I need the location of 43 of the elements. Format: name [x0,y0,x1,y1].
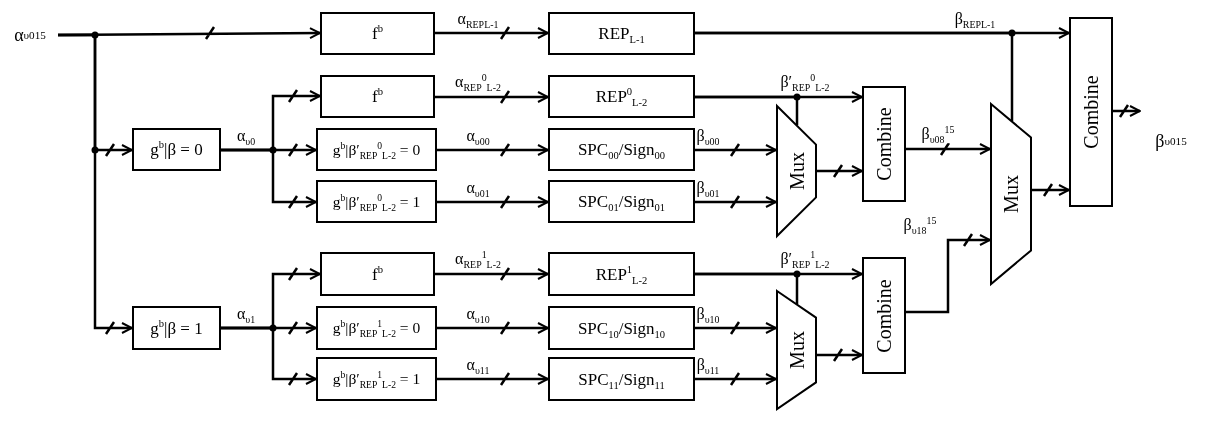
block-label: g$^{b}$|β = 1 [150,319,203,337]
multiplexer [990,103,1032,285]
block-label: SPC$_{11}$/Sign$_{11}$ [578,370,665,388]
combine-block [862,257,906,374]
block-label: g$^{b}$|β = 0 [150,141,203,158]
block-label: Combine [874,107,894,181]
function-block [320,12,435,55]
function-block [548,75,695,118]
multiplexer-label: Mux [786,152,807,190]
function-block [316,180,437,223]
block-label: f$^{b}$ [372,25,383,42]
function-block [548,12,695,55]
combine-block [862,86,906,202]
function-block [320,252,435,296]
block-label: Combine [874,278,894,353]
multiplexer-label: Mux [1001,175,1021,213]
block-label: Combine [1081,75,1101,149]
edge-label: β$_{υ00}$ [695,128,721,145]
function-block [316,128,437,171]
block-label: SPC$_{01}$/Sign$_{01}$ [577,193,666,210]
function-block [132,306,221,350]
multiplexer-label: Mux [786,331,807,369]
edge-label: β$_{υ01}$ [695,180,721,197]
function-block [320,75,435,118]
function-block [316,357,437,401]
block-label: REP$_{L-1}$ [598,25,645,42]
block-label: SPC$_{00}$/Sign$_{00}$ [577,141,666,158]
function-block [548,357,695,401]
multiplexer [776,290,817,410]
edge-label: β$_{υ10}$ [695,306,721,323]
multiplexer [776,105,817,237]
arrow [56,33,134,336]
function-block [548,128,695,171]
function-block [316,306,437,350]
function-block [548,180,695,223]
block-label: f$^{b}$ [372,88,383,105]
block-label: f$^{b}$ [372,265,383,283]
function-block [132,128,221,171]
edge-label: β$_{υ11}$ [695,357,721,374]
combine-block [1069,17,1113,207]
block-label: SPC$_{10}$/Sign$_{10}$ [577,319,666,337]
function-block [548,306,695,350]
function-block [548,252,695,296]
